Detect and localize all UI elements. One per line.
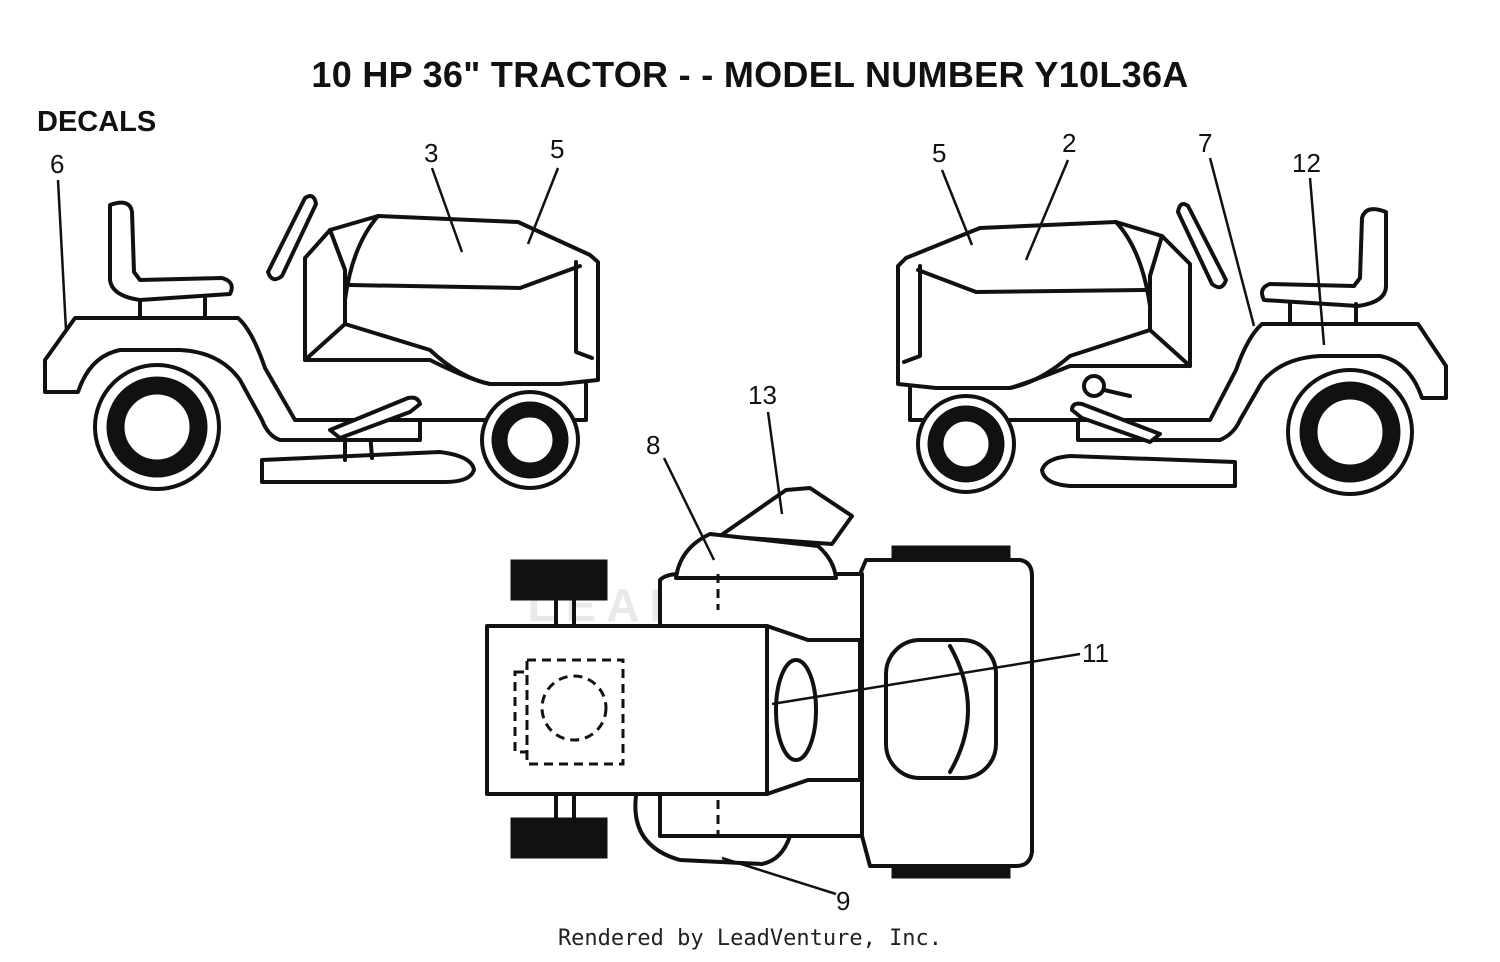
front-right-tire-top — [510, 817, 608, 859]
leader-line-11 — [771, 652, 1081, 706]
front-wheel-hub — [504, 414, 556, 466]
decal-13-top — [718, 486, 854, 546]
tractor-left-side-view: 6 3 5 — [43, 134, 600, 491]
seat-back-top — [948, 644, 970, 774]
callout-5-left: 5 — [550, 134, 564, 164]
control-knob — [1082, 374, 1106, 398]
rear-fender — [43, 316, 422, 442]
seat-top — [884, 638, 998, 780]
steering-wheel — [266, 194, 318, 282]
leader-line-12 — [1308, 177, 1326, 346]
decal-8-dome — [674, 532, 838, 580]
steering-wheel-top — [774, 658, 818, 762]
callout-13: 13 — [748, 380, 777, 410]
leader-line-9 — [721, 856, 837, 896]
footer-credit: Rendered by LeadVenture, Inc. — [557, 926, 943, 951]
lower-frame-right — [908, 364, 1192, 422]
engine-side-dashed — [513, 670, 529, 754]
mower-deck — [260, 450, 476, 484]
tractor-top-view: 13 8 11 9 — [485, 380, 1109, 916]
seat-base-right — [1288, 302, 1358, 326]
tractor-right-side-view: 5 2 7 12 — [896, 128, 1448, 496]
callout-3: 3 — [424, 138, 438, 168]
lower-frame — [303, 358, 588, 422]
front-axle-top — [554, 598, 576, 820]
callout-11: 11 — [1082, 638, 1109, 668]
callout-6: 6 — [50, 149, 64, 179]
diagram-title: 10 HP 36" TRACTOR - - MODEL NUMBER Y10L3… — [311, 54, 1189, 95]
seat — [108, 200, 234, 302]
dash-column-right — [1148, 234, 1192, 368]
rear-wheel-hub — [121, 391, 193, 463]
hood-grille-line-right — [902, 264, 1148, 364]
callout-5-right: 5 — [932, 138, 946, 168]
hood-top — [485, 624, 769, 796]
leader-line-8 — [662, 457, 716, 561]
leader-line-6 — [56, 179, 68, 331]
rear-wheel-hub-right — [1314, 396, 1386, 468]
hood-grille-line — [348, 260, 594, 360]
steering-wheel-right — [1176, 202, 1228, 290]
seat-base — [138, 296, 207, 320]
callout-2: 2 — [1062, 128, 1076, 158]
front-left-tire-top — [510, 559, 608, 601]
section-label: DECALS — [37, 106, 157, 138]
front-wheel-hub-right — [940, 418, 992, 470]
decal-9-curve — [633, 794, 792, 866]
leader-line-7 — [1208, 157, 1256, 327]
hood-right — [896, 220, 1164, 390]
callout-8: 8 — [646, 430, 660, 460]
seat-right — [1260, 207, 1388, 308]
engine-cylinder-dashed — [540, 674, 608, 742]
leader-line-2 — [1024, 159, 1070, 261]
mower-deck-right — [1040, 454, 1237, 488]
callout-9: 9 — [836, 886, 850, 916]
foot-pedal — [328, 395, 422, 440]
foot-pedal-right — [1070, 401, 1162, 444]
leader-line-13 — [766, 411, 784, 515]
rear-fender-right — [1076, 322, 1448, 442]
dash-column — [303, 228, 347, 362]
callout-7: 7 — [1198, 128, 1212, 158]
leader-line-5-right — [940, 169, 974, 246]
control-lever — [1102, 388, 1132, 398]
leader-line-5-left — [526, 167, 560, 245]
callout-12: 12 — [1292, 148, 1321, 178]
leader-line-3 — [430, 167, 464, 253]
